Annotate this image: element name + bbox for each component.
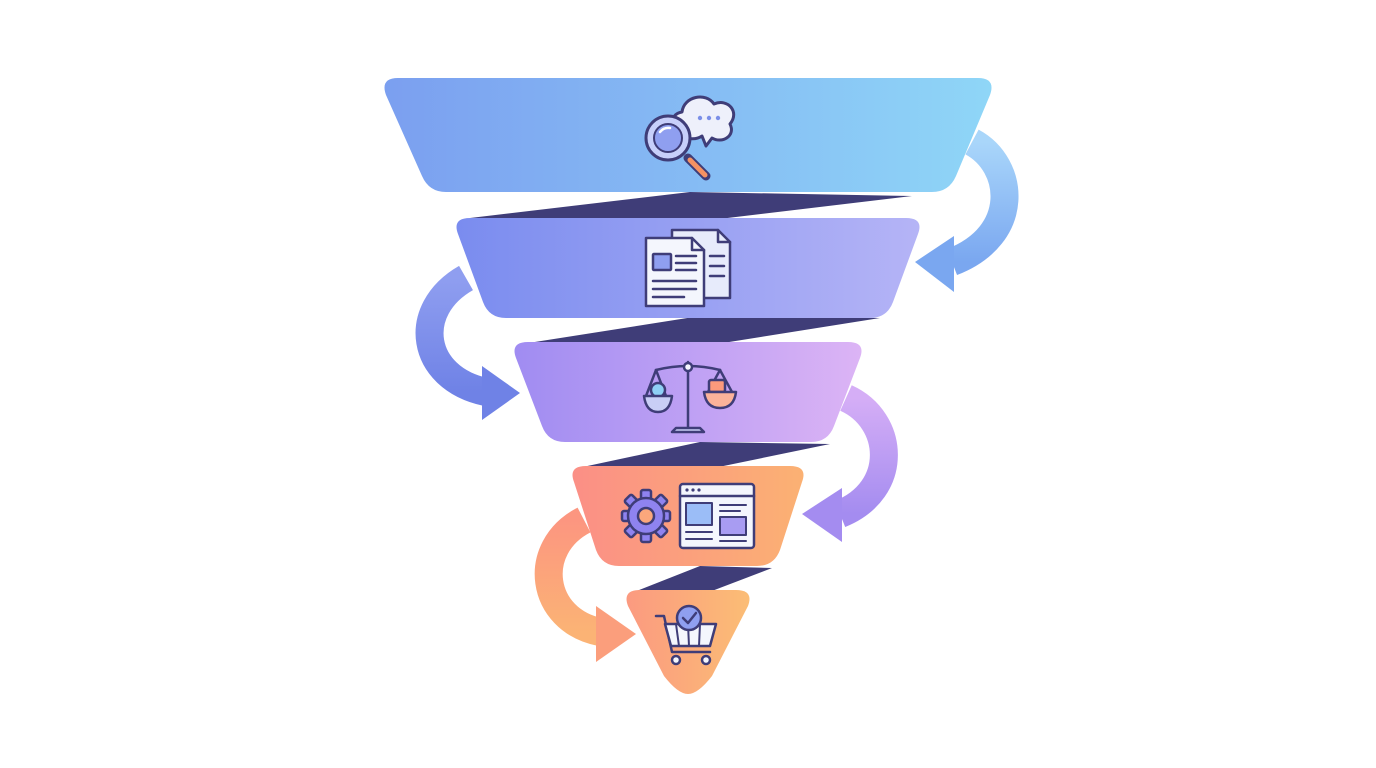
- shopping-cart-check-icon: [654, 604, 718, 666]
- connector-band: [578, 442, 830, 470]
- gear-browser-window-icon: [620, 482, 756, 550]
- arrow-right-1: [915, 129, 1019, 292]
- arrow-right-3: [802, 385, 898, 542]
- connector-band: [634, 566, 772, 594]
- documents-icon: [644, 228, 732, 308]
- arrow-left-2: [415, 265, 520, 420]
- magnifier-speech-bubble-icon: [644, 95, 736, 181]
- gear-icon: [620, 488, 672, 544]
- flow-arrows: [415, 129, 1019, 662]
- arrow-left-4: [534, 507, 636, 662]
- connector-band: [522, 316, 880, 346]
- balance-scale-icon: [642, 360, 738, 434]
- connector-band: [470, 192, 912, 222]
- browser-window-icon: [678, 482, 756, 550]
- funnel-connectors: [470, 192, 912, 594]
